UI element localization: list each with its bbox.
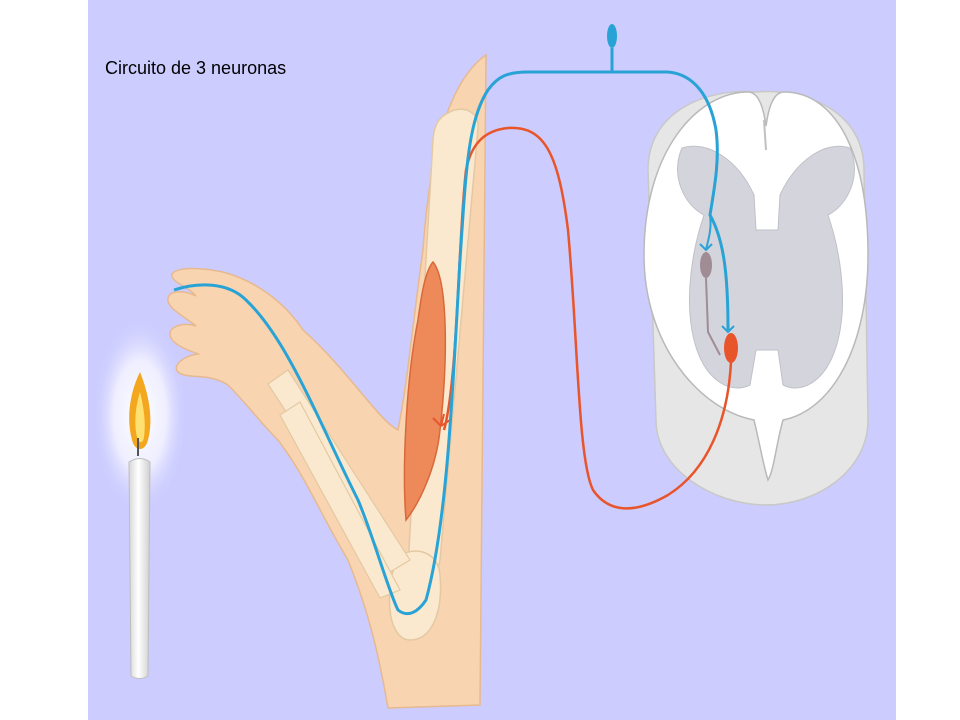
candle-body [128,458,151,679]
synapse-icon-2 [721,325,735,334]
candle [92,315,188,679]
slide: Circuito de 3 neuronas [88,0,896,720]
interneuron-cell-body [700,252,712,278]
gray-matter [677,145,855,389]
sensory-neuron [173,24,735,616]
ulna-bone [279,401,401,599]
slide-title: Circuito de 3 neuronas [105,58,287,78]
sensory-ganglion-cell-body [607,24,617,48]
motor-end-plate-icon [432,413,451,427]
motor-neuron-cell-body [724,333,738,363]
arm-skin [167,53,487,709]
reflex-arc-diagram [92,24,869,709]
synapse-icon [699,243,713,252]
spinal-cord-section [643,90,869,506]
elbow-bone [388,550,442,641]
biceps-muscle [403,260,447,522]
interneuron [700,252,721,356]
arm [167,53,487,709]
